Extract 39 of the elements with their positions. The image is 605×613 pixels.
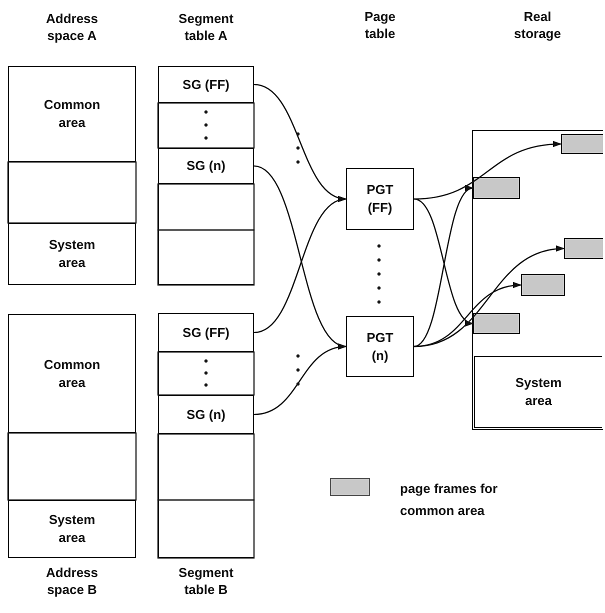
page-frame	[564, 238, 603, 259]
legend-label: page frames for common area	[400, 480, 499, 520]
block-heading: Address space B	[44, 564, 100, 598]
memory-area	[158, 395, 254, 434]
area-label: System area	[48, 236, 96, 272]
page-table-box	[346, 168, 414, 230]
memory-area	[8, 223, 136, 285]
block-heading: Segment table A	[178, 10, 234, 44]
area-label: System area	[514, 374, 563, 410]
block-heading: Segment table B	[178, 564, 234, 598]
memory-area	[158, 148, 254, 184]
area-label: SG (FF)	[182, 76, 230, 94]
area-label: PGT (FF)	[366, 181, 394, 217]
area-label: SG (n)	[186, 406, 226, 424]
page-frame	[473, 177, 520, 199]
arrow	[414, 198, 474, 324]
column-heading: Page table	[363, 8, 397, 42]
page-frame	[521, 274, 565, 296]
memory-area	[8, 66, 136, 162]
arrow	[414, 187, 474, 348]
arrow	[254, 198, 347, 334]
memory-area	[158, 313, 254, 352]
page-frame	[561, 134, 603, 154]
page-table-box	[346, 316, 414, 377]
block-heading: Real storage	[513, 8, 562, 42]
block-heading: Address space A	[44, 10, 100, 44]
memory-area	[158, 66, 254, 103]
arrow	[414, 282, 522, 348]
memory-area	[8, 314, 136, 433]
page-frame	[473, 313, 520, 334]
area-label: SG (FF)	[182, 324, 230, 342]
memory-area	[8, 500, 136, 558]
area-label: Common area	[42, 96, 102, 132]
memory-area	[474, 356, 602, 428]
area-label: System area	[48, 511, 96, 547]
arrow	[254, 344, 347, 416]
area-label: Common area	[42, 356, 102, 392]
area-label: PGT (n)	[366, 328, 394, 364]
area-label: SG (n)	[186, 157, 226, 175]
